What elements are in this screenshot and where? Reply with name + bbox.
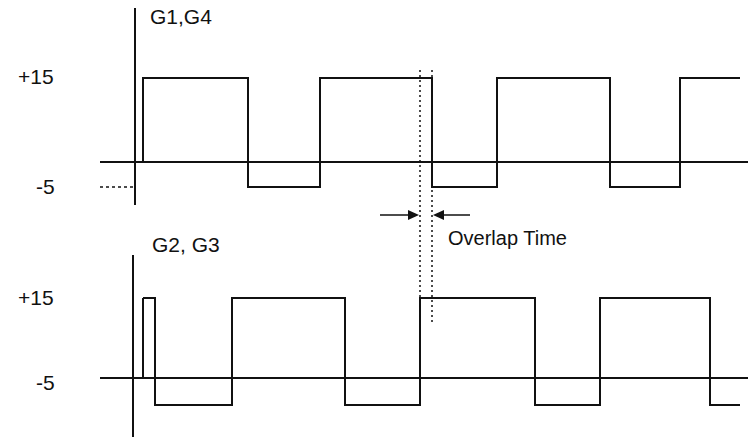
g2-g3-waveform [143, 298, 740, 405]
voltage-level: -5 [36, 372, 55, 393]
zero-line [100, 377, 748, 379]
signal-name: G2, G3 [150, 234, 222, 255]
voltage-level: +15 [18, 287, 54, 308]
axis [132, 255, 134, 437]
arrowhead [433, 210, 444, 220]
signal-name: G1,G4 [150, 6, 212, 27]
level-line [100, 186, 135, 188]
overlap-marker [419, 70, 421, 322]
voltage-level: -5 [36, 176, 55, 197]
zero-line [100, 161, 748, 163]
voltage-level: +15 [18, 66, 54, 87]
axis [134, 8, 136, 205]
annotation: Overlap Time [446, 228, 569, 248]
arrowhead [408, 210, 419, 220]
g1-g4-waveform [143, 78, 740, 187]
overlap-marker [431, 70, 433, 322]
g2-g3-waveform [142, 298, 144, 378]
